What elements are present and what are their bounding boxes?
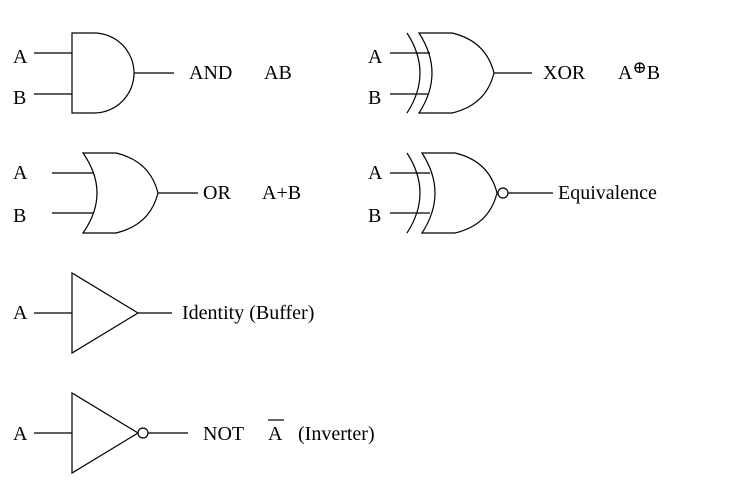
buffer-gate-name: Identity (Buffer) [182,302,314,324]
or-gate: A B OR A+B [13,152,301,234]
or-gate-name: OR [203,182,231,204]
and-gate-symbol [71,32,135,114]
and-expression: AB [264,62,292,84]
and-input-a-label: A [13,46,28,68]
xor-gate: A B XOR A⊕B [368,32,660,114]
xor-expression-left: A [618,62,633,84]
or-expression: A+B [262,182,301,204]
not-gate-name: NOT [203,423,244,445]
buffer-input-a-label: A [13,302,28,324]
not-note: (Inverter) [298,423,375,445]
xnor-gate: A B Equivalence [368,152,657,234]
xnor-gate-symbol [420,152,498,234]
not-output-bubble [137,427,149,439]
or-input-b-label: B [13,205,26,227]
xor-extra-arc [406,32,421,114]
not-gate: A NOT A (Inverter) [13,391,375,475]
not-input-a-label: A [13,423,28,445]
xnor-input-b-label: B [368,205,381,227]
xor-input-a-label: A [368,46,383,68]
and-input-b-label: B [13,87,26,109]
buffer-gate: A Identity (Buffer) [13,271,314,355]
xnor-input-a-label: A [368,162,383,184]
xor-gate-name: XOR [543,62,586,84]
and-gate-name: AND [189,62,232,84]
xnor-gate-name: Equivalence [558,182,657,204]
or-gate-symbol [81,152,159,234]
xor-input-b-label: B [368,87,381,109]
or-input-a-label: A [13,162,28,184]
xor-gate-symbol [417,32,495,114]
xor-expression-right: B [647,62,660,84]
xnor-extra-arc [406,152,421,234]
and-gate: A B AND AB [13,32,292,114]
not-triangle-symbol [71,391,140,475]
not-expression: A [268,423,283,445]
xor-operator-symbol: ⊕ [632,58,646,77]
xnor-output-bubble [497,187,509,199]
xor-expression: A⊕B [618,58,660,84]
buffer-triangle-symbol [71,271,140,355]
